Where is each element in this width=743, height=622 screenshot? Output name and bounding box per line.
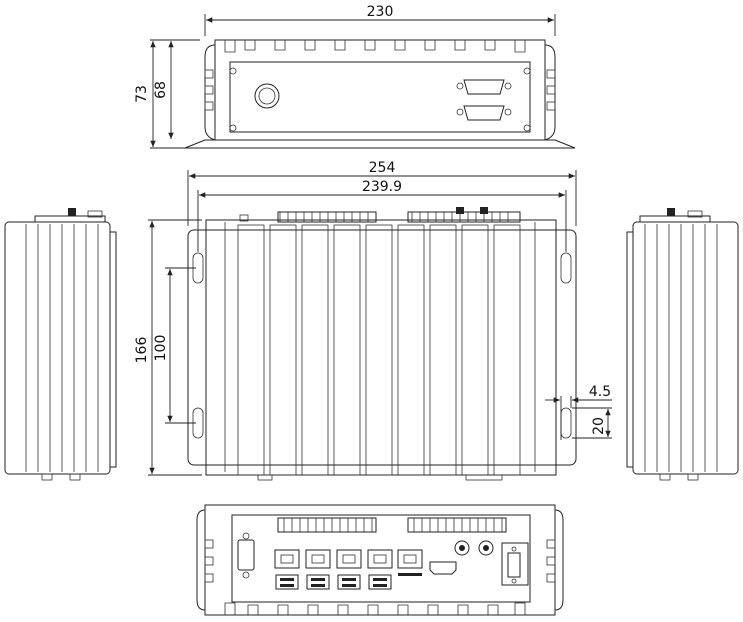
left-side-view [4, 208, 117, 481]
dim-mount-spacing: 100 [153, 335, 169, 362]
dim-slot-length: 20 [591, 417, 607, 435]
terminal-block-icon [277, 517, 377, 533]
db9-connector-icon [456, 79, 512, 95]
vga-connector-icon [237, 532, 255, 579]
lan-port-icon [397, 549, 423, 569]
dim-front-height: 166 [134, 337, 150, 364]
lan-port-icon [274, 549, 300, 569]
antenna-connector-icon [478, 540, 494, 556]
dim-top-height-outer: 73 [134, 85, 150, 103]
dim-top-width: 230 [367, 4, 394, 20]
lan-port-icon [367, 549, 393, 569]
dim-top-height-inner: 68 [153, 81, 169, 99]
usb-port-icon [306, 574, 330, 590]
usb-port-icon [368, 574, 392, 590]
dim-front-width-outer: 254 [369, 160, 396, 176]
heatsink-fins [224, 222, 536, 476]
lan-port-icon [305, 549, 331, 569]
sd-slot-icon [398, 573, 422, 576]
dim-slot-width: 4.5 [589, 384, 611, 400]
io-panel-view [196, 504, 564, 616]
front-view: 254 239.9 166 100 4.5 20 [134, 160, 612, 481]
hdmi-port-icon [429, 561, 457, 575]
terminal-block-icon [407, 517, 507, 533]
right-side-view [626, 208, 739, 481]
usb-port-icon [337, 574, 361, 590]
usb-port-icon [275, 574, 299, 590]
power-button-icon [254, 83, 280, 109]
dim-front-width-inner: 239.9 [362, 179, 402, 195]
db9-connector-icon [456, 105, 512, 121]
top-view: 230 73 68 [134, 4, 576, 149]
antenna-connector-icon [454, 540, 470, 556]
lan-port-icon [336, 549, 362, 569]
top-view-fins [224, 40, 526, 53]
